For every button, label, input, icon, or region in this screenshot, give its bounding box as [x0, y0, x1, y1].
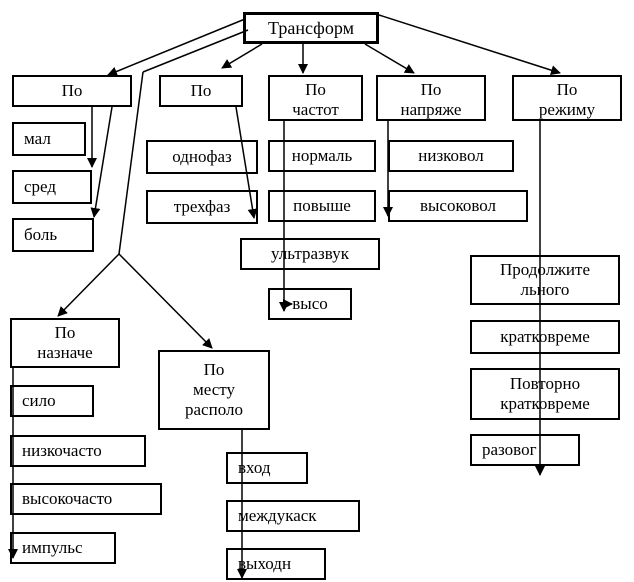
purpose-item-high-frequency: высокочасто	[10, 483, 162, 515]
mode-item-continuous: Продолжите льного	[470, 255, 620, 305]
link-hub-placement	[118, 253, 213, 349]
category-frequency-box: По частот	[268, 75, 363, 121]
purpose-item-power: сило	[10, 385, 94, 417]
placement-item-output: выходн	[226, 548, 326, 580]
link-power-trunk-b	[90, 106, 113, 218]
placement-item-input: вход	[226, 452, 308, 484]
power-item-medium: сред	[12, 170, 92, 204]
category-mode-box: По режиму	[512, 75, 622, 121]
link-root-branch-hub	[142, 29, 249, 73]
frequency-item-high: высо	[268, 288, 352, 320]
placement-item-interstage: междукаск	[226, 500, 360, 532]
voltage-item-low: низковол	[388, 140, 514, 172]
link-root-voltage	[364, 43, 415, 74]
category-phase-box: По	[159, 75, 243, 107]
root-box: Трансформ	[243, 12, 379, 44]
frequency-item-higher: повыше	[268, 190, 376, 222]
link-root-phase	[221, 43, 263, 69]
voltage-item-high: высоковол	[388, 190, 528, 222]
phase-item-three: трехфаз	[146, 190, 258, 224]
link-root-mode	[378, 14, 561, 76]
mode-item-short-term: кратковреме	[470, 320, 620, 354]
category-placement-box: По месту располо	[158, 350, 270, 430]
power-item-small: мал	[12, 122, 86, 156]
mode-item-one-time: разовог	[470, 434, 580, 466]
frequency-item-ultrasound: ультразвук	[240, 238, 380, 270]
link-root-power	[107, 18, 246, 77]
frequency-item-normal: нормаль	[268, 140, 376, 172]
purpose-item-low-frequency: низкочасто	[10, 435, 146, 467]
purpose-item-pulse: импульс	[10, 532, 116, 564]
mode-item-intermittent: Повторно кратковреме	[470, 368, 620, 420]
category-purpose-box: По назначе	[10, 318, 120, 368]
phase-item-single: однофаз	[146, 140, 258, 174]
power-item-large: боль	[12, 218, 94, 252]
category-power-box: По	[12, 75, 132, 107]
link-hub-purpose	[57, 253, 120, 317]
category-voltage-box: По напряже	[376, 75, 486, 121]
